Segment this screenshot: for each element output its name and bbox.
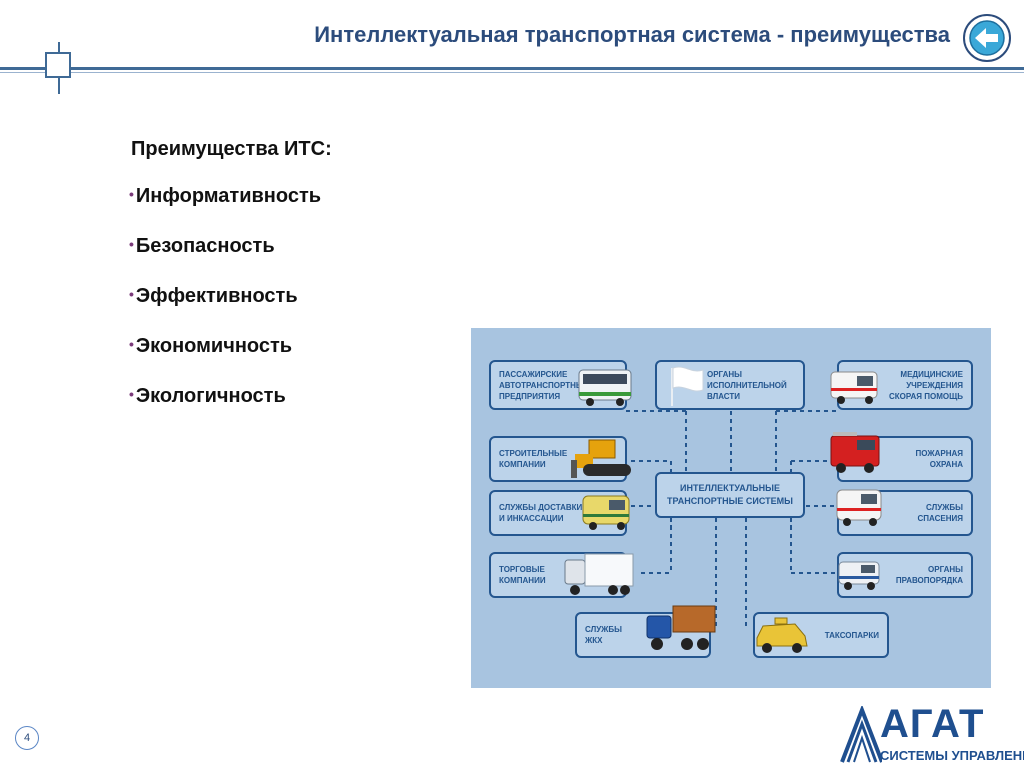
page-title: Интеллектуальная транспортная система - … [314, 22, 950, 47]
van-icon [582, 495, 630, 530]
logo-subtitle: СИСТЕМЫ УПРАВЛЕНИЯ [880, 748, 1024, 763]
page-number: 4 [15, 726, 39, 750]
bulldozer-icon [571, 439, 631, 478]
header-divider-thin [0, 72, 1024, 73]
list-item: •Информативность [129, 185, 322, 207]
agat-logo-icon [840, 706, 882, 763]
connector-lines [626, 410, 836, 628]
rescue-van-icon [836, 489, 882, 526]
bullet-icon: • [129, 236, 134, 252]
bullet-icon: • [129, 286, 134, 302]
police-van-icon [838, 561, 880, 590]
bullet-icon: • [129, 386, 134, 402]
back-button[interactable] [963, 14, 1011, 62]
header-mark-icon [45, 52, 71, 78]
fire-truck-icon [830, 432, 880, 473]
list-item: •Эффективность [129, 285, 298, 307]
dump-truck-icon [646, 605, 716, 650]
logo-wordmark: АГАТ [880, 702, 985, 746]
list-item: •Экологичность [129, 385, 286, 407]
flag-icon [671, 366, 704, 406]
advantages-list: •Информативность •Безопасность •Эффектив… [129, 185, 321, 435]
list-item: •Экономичность [129, 335, 293, 357]
bullet-icon: • [129, 186, 134, 202]
truck-icon [564, 553, 634, 595]
back-arrow-icon [969, 20, 1005, 56]
header-divider [0, 67, 1024, 70]
advantages-heading: Преимущества ИТС: [131, 138, 332, 160]
ambulance-icon [830, 371, 878, 404]
list-item: •Безопасность [129, 235, 275, 257]
bullet-icon: • [129, 336, 134, 352]
bus-icon [578, 369, 632, 406]
taxi-icon [756, 617, 808, 653]
